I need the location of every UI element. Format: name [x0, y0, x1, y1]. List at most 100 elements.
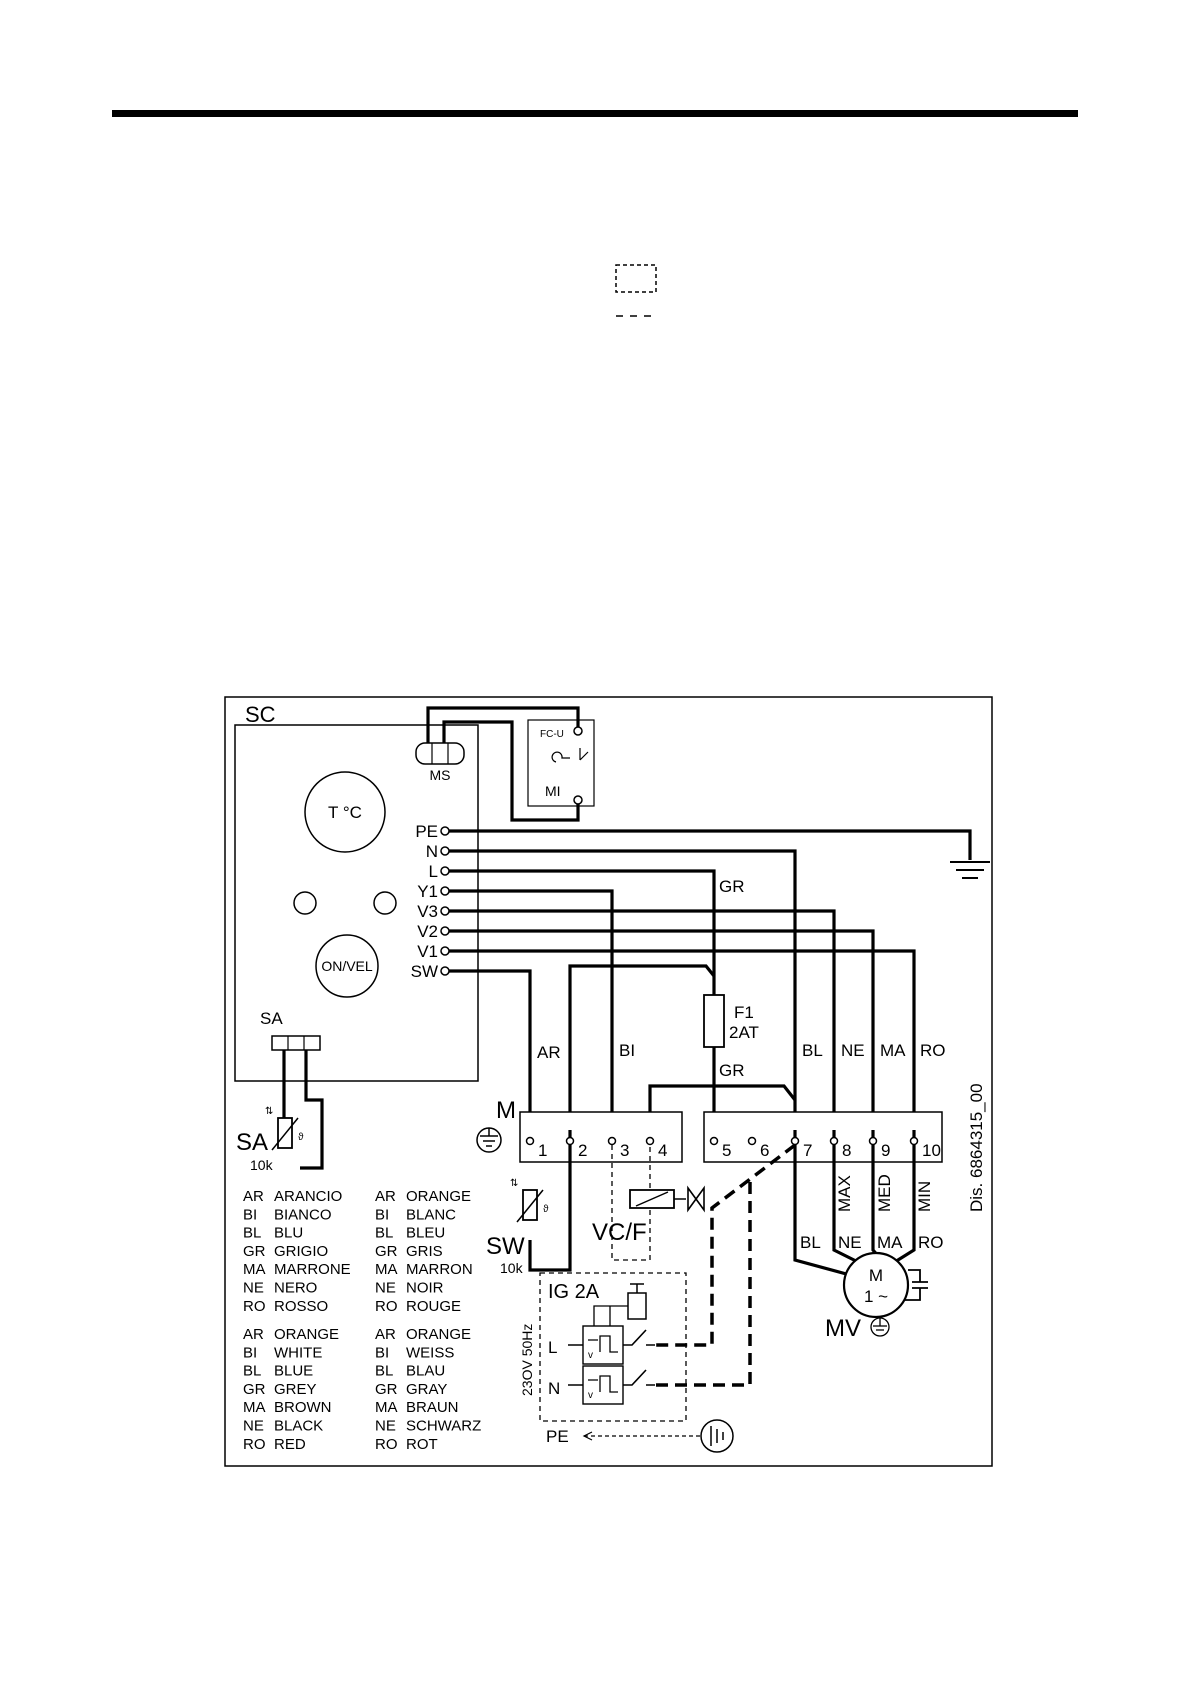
wire-label-gr-top: GR: [719, 877, 745, 896]
temperature-knob-label: T °C: [328, 803, 362, 822]
terminal-sw-label: SW: [411, 962, 438, 981]
legend-english-code: NE: [243, 1418, 264, 1435]
legend-french-code: MA: [375, 1261, 398, 1278]
legend-german-name: BRAUN: [406, 1399, 459, 1416]
legend-german-code: BL: [375, 1363, 393, 1380]
sensor-connector-label: SA: [260, 1009, 283, 1028]
motor-wire-ro: RO: [918, 1233, 944, 1252]
legend-english-code: BL: [243, 1363, 261, 1380]
legend-french-name: BLANC: [406, 1206, 456, 1223]
svg-text:⇅: ⇅: [265, 1106, 273, 1117]
terminal-number-9: 9: [881, 1141, 890, 1160]
legend-italian-code: BL: [243, 1225, 261, 1242]
micro-switch-assembly: MS FC-U MI: [415, 719, 595, 807]
legend-french-code: GR: [375, 1243, 398, 1260]
switch-earth-label: PE: [546, 1427, 569, 1446]
legend-english-code: BI: [243, 1344, 257, 1361]
legend-italian-name: ROSSO: [274, 1298, 328, 1315]
fan-motor: BL NE MA RO M 1 ~ MV: [800, 1233, 944, 1342]
svg-text:v: v: [588, 1390, 593, 1401]
legend-italian-code: BI: [243, 1206, 257, 1223]
air-sensor: SA 10k ⇅ ϑ: [236, 1106, 304, 1173]
speed-label-med: MED: [875, 1174, 894, 1212]
valve-body-icon: [687, 1185, 705, 1213]
switch-supply: 23OV 50Hz: [519, 1324, 535, 1396]
water-sensor-label: SW: [486, 1233, 525, 1260]
water-sensor: ⇅ ϑ SW 10k: [486, 1178, 549, 1276]
controller-label: SC: [245, 702, 276, 727]
terminal-number-4: 4: [658, 1141, 667, 1160]
wire-label-ar: AR: [537, 1043, 561, 1062]
svg-text:ϑ: ϑ: [543, 1204, 549, 1215]
legend-english-code: AR: [243, 1326, 264, 1343]
led-right-icon: [373, 891, 397, 915]
switch-actuator-icon: [627, 1292, 647, 1320]
legend-german-code: BI: [375, 1344, 389, 1361]
speed-label-max: MAX: [835, 1175, 854, 1212]
sensor-connector-icon: [271, 1035, 321, 1051]
legend-german-name: GRAY: [406, 1381, 447, 1398]
legend-french-name: MARRON: [406, 1261, 473, 1278]
terminal-number-8: 8: [842, 1141, 851, 1160]
legend-italian-code: GR: [243, 1243, 266, 1260]
wire-label-gr-mid: GR: [719, 1061, 745, 1080]
legend-italian-code: RO: [243, 1298, 266, 1315]
terminal-v1-label: V1: [417, 942, 438, 961]
svg-text:⇅: ⇅: [510, 1178, 518, 1189]
terminal-v3-label: V3: [417, 902, 438, 921]
water-sensor-value: 10k: [500, 1260, 524, 1276]
legend-french-name: NOIR: [406, 1280, 444, 1297]
legend-english-name: GREY: [274, 1381, 317, 1398]
legend-english-code: GR: [243, 1381, 266, 1398]
switch-label: IG 2A: [548, 1281, 600, 1303]
motor-wire-ma: MA: [877, 1233, 903, 1252]
motor-symbol: M: [869, 1266, 883, 1285]
controller-box: SC T °C ON/VEL SA: [234, 702, 479, 1082]
legend-german-code: MA: [375, 1399, 398, 1416]
wire-label-bi: BI: [619, 1041, 635, 1060]
legend-french-code: BI: [375, 1206, 389, 1223]
ms-connector-icon: [415, 742, 465, 765]
legend-german-name: WEISS: [406, 1344, 454, 1361]
mi-box: [527, 719, 595, 807]
motor-wire-bl: BL: [800, 1233, 821, 1252]
mi-contact-label: FC-U: [540, 729, 564, 740]
terminal-number-1: 1: [538, 1141, 547, 1160]
terminal-number-3: 3: [620, 1141, 629, 1160]
legend-german-name: ROT: [406, 1436, 438, 1453]
mi-label: MI: [545, 783, 561, 799]
key-dashed-box-icon: [615, 264, 657, 293]
legend-german-code: AR: [375, 1326, 396, 1343]
on-vel-knob-icon: [315, 934, 379, 998]
earth-ground-icon: [950, 861, 990, 879]
legend-french-name: ROUGE: [406, 1298, 461, 1315]
isolating-switch: IG 2A 23OV 50Hz L N v v PE: [519, 1272, 734, 1453]
drawing-number: Dis. 6864315_00: [967, 1083, 986, 1212]
fuse-label: F1: [734, 1003, 754, 1022]
switch-line-label: L: [548, 1338, 557, 1357]
legend-italian-name: NERO: [274, 1280, 317, 1297]
fuse: F1 2AT: [703, 994, 759, 1048]
legend-italian-code: AR: [243, 1188, 264, 1205]
terminal-number-5: 5: [722, 1141, 731, 1160]
temperature-knob-icon: [304, 771, 386, 853]
legend-german-name: ORANGE: [406, 1326, 471, 1343]
legend-italian-name: BIANCO: [274, 1206, 332, 1223]
legend-german-name: SCHWARZ: [406, 1418, 481, 1435]
terminal-blocks: M 1 2 3 4 5 6 7 8 9 10: [476, 1097, 943, 1163]
legend-french-code: BL: [375, 1225, 393, 1242]
legend-english-name: BLACK: [274, 1418, 323, 1435]
wires: [282, 706, 972, 1277]
svg-text:ϑ: ϑ: [298, 1132, 304, 1143]
terminal-n-label: N: [426, 842, 438, 861]
valve: VC/F: [592, 1145, 705, 1261]
legend-french-code: NE: [375, 1280, 396, 1297]
terminal-number-6: 6: [760, 1141, 769, 1160]
air-sensor-label: SA: [236, 1129, 268, 1156]
svg-text:v: v: [588, 1350, 593, 1361]
motor-phase: 1 ~: [864, 1287, 888, 1306]
motor-icon: [842, 1251, 910, 1319]
motor-capacitor-icon: [905, 1269, 928, 1301]
ms-label: MS: [430, 767, 451, 783]
